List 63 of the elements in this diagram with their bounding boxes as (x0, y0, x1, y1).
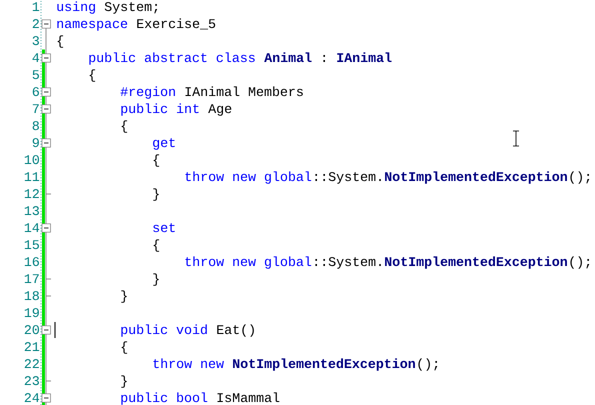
keyword: throw new (153, 358, 224, 368)
line-number: 19 (24, 308, 39, 318)
line-number: 12 (24, 189, 39, 198)
line-number: 14 (24, 223, 40, 232)
line-number: 7 (32, 104, 39, 113)
keyword: public bool (121, 392, 208, 405)
line-number: 1 (32, 2, 40, 11)
line-number: 17 (24, 274, 39, 283)
line-number: 9 (32, 138, 39, 148)
code-text: { (154, 154, 160, 167)
line-number: 6 (32, 87, 39, 96)
type-name: NotImplementedException (385, 256, 567, 269)
code-text: { (90, 69, 96, 82)
code-text: } (153, 273, 159, 286)
keyword: #region (120, 86, 175, 99)
code-text: ::System. (315, 172, 381, 184)
keyword: public int (121, 103, 199, 116)
keyword: set (153, 223, 175, 232)
code-text: { (58, 35, 64, 48)
code-text: } (153, 188, 159, 201)
type-name: NotImplementedException (385, 171, 567, 184)
code-text: IsMammal (218, 392, 280, 402)
line-number: 10 (24, 155, 39, 164)
line-number: 11 (24, 172, 40, 181)
code-text: ::System. (315, 257, 381, 269)
line-number: 13 (24, 206, 39, 216)
keyword: throw new global (185, 171, 312, 184)
keyword: using (57, 1, 95, 14)
line-number: 8 (32, 121, 39, 130)
line-number: 16 (24, 257, 39, 266)
line-number: 15 (24, 240, 39, 250)
keyword: get (153, 138, 175, 150)
line-number: 5 (32, 70, 39, 80)
line-number: 3 (32, 36, 39, 46)
line-number: 22 (24, 359, 39, 368)
code-text: (); (570, 256, 590, 269)
code-text: Age (208, 104, 232, 116)
code-text: { (122, 120, 128, 133)
keyword: namespace (57, 20, 128, 31)
code-text: } (121, 375, 127, 388)
line-number: 21 (24, 342, 40, 351)
code-text: } (121, 290, 127, 303)
code-text: Exercise_5 (137, 18, 216, 30)
code-text: IAnimal Members (186, 86, 303, 96)
keyword: throw new global (185, 256, 312, 269)
type-name: IAnimal (337, 52, 392, 62)
code-text: Eat() (217, 324, 254, 337)
line-number: 20 (24, 325, 39, 334)
keyword: public abstract class (89, 52, 255, 65)
code-text: System; (104, 2, 158, 14)
keyword: public void (121, 324, 207, 337)
type-name: NotImplementedException (233, 358, 415, 371)
code-text: { (154, 239, 160, 252)
code-text: (); (418, 358, 438, 371)
line-number: 2 (32, 19, 39, 28)
line-number: 23 (24, 376, 39, 386)
code-text: { (122, 341, 128, 354)
code-text: (); (570, 171, 590, 184)
line-number: 18 (24, 291, 39, 300)
type-name: Animal (264, 52, 312, 62)
line-number: 4 (32, 53, 40, 62)
line-number: 24 (24, 393, 40, 402)
code-text: : (323, 54, 325, 62)
